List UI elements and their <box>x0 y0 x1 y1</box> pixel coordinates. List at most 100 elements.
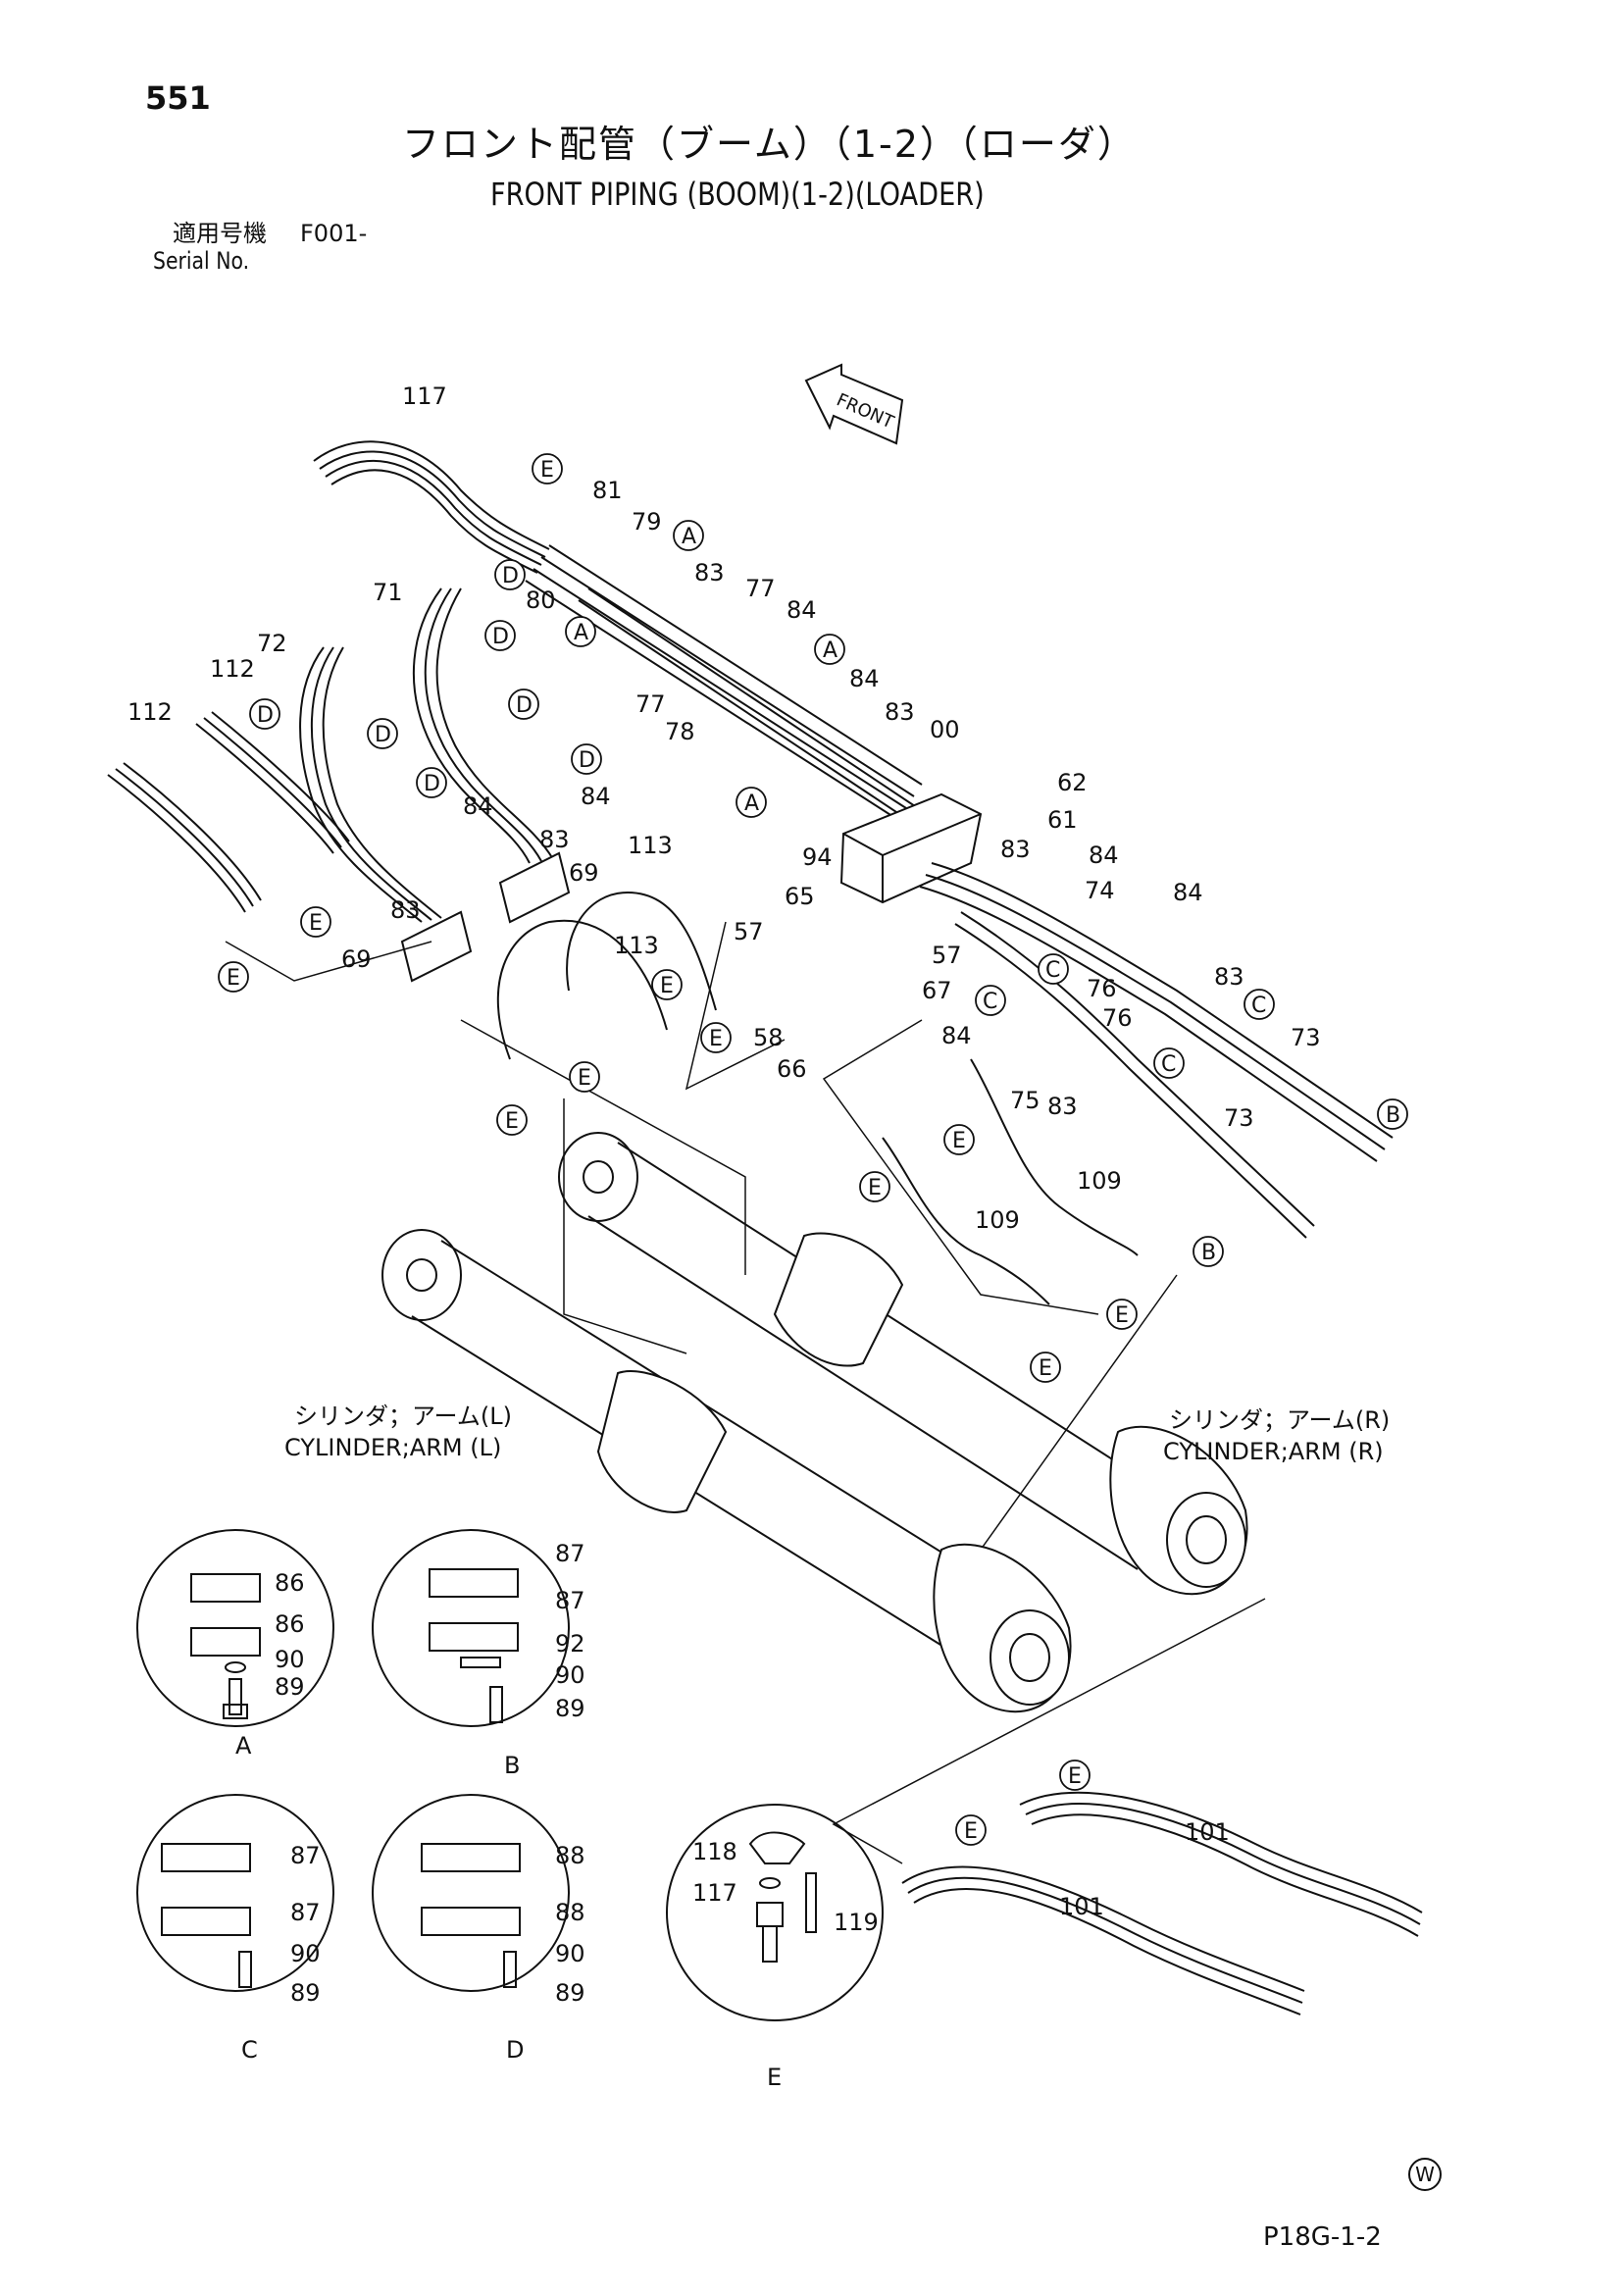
svg-text:E: E <box>578 1066 591 1091</box>
part-label-71: 71 <box>373 579 403 606</box>
part-label-84a: 84 <box>787 596 817 624</box>
hose-101 <box>901 1791 1423 2015</box>
svg-text:E: E <box>709 1027 723 1051</box>
title-english: FRONT PIPING (BOOM)(1-2)(LOADER) <box>490 176 985 213</box>
callout-e-11: E <box>1030 1352 1061 1383</box>
pipe-bundle-72 <box>299 646 442 923</box>
serial-label-english: Serial No. <box>153 247 250 275</box>
w-mark-icon: W <box>1408 2158 1442 2191</box>
part-label-101a: 101 <box>1185 1818 1230 1846</box>
part-label-84b: 84 <box>849 665 880 692</box>
svg-text:D: D <box>579 748 595 773</box>
callout-d-5: D <box>367 718 398 749</box>
cylinder-arm-right-label-jp: シリンダ；アーム(R) <box>1169 1406 1391 1434</box>
detail-c-part-90: 90 <box>290 1940 321 1967</box>
svg-text:D: D <box>516 693 533 718</box>
svg-text:C: C <box>1045 958 1060 983</box>
part-label-61: 61 <box>1047 806 1078 834</box>
part-label-94: 94 <box>802 843 833 871</box>
svg-text:A: A <box>744 791 759 816</box>
part-label-83f: 83 <box>1214 963 1244 991</box>
svg-text:B: B <box>1386 1103 1400 1128</box>
detail-d-label: D <box>506 2036 524 2064</box>
part-label-73b: 73 <box>1224 1104 1254 1132</box>
part-label-75: 75 <box>1010 1087 1040 1114</box>
detail-view-e <box>666 1804 884 2021</box>
part-label-78: 78 <box>665 718 695 745</box>
callout-d-1: D <box>494 559 526 590</box>
cylinder-arm-left <box>381 1229 1072 1713</box>
part-label-109b: 109 <box>975 1206 1020 1234</box>
leader-lines <box>225 921 1266 1864</box>
callout-c-2: C <box>1038 953 1069 985</box>
callout-e-2: E <box>300 906 331 938</box>
detail-a-part-86b: 86 <box>275 1610 305 1638</box>
callout-e-7: E <box>496 1104 528 1136</box>
callout-e-5: E <box>700 1022 732 1053</box>
part-label-58: 58 <box>753 1024 784 1051</box>
part-label-83g: 83 <box>1047 1093 1078 1120</box>
part-label-74: 74 <box>1085 877 1115 904</box>
callout-a-1: A <box>673 520 704 551</box>
callout-e-3: E <box>218 961 249 993</box>
detail-view-a <box>136 1529 334 1727</box>
part-label-84d: 84 <box>463 792 493 820</box>
detail-e-part-118: 118 <box>692 1838 737 1865</box>
svg-text:E: E <box>540 458 554 483</box>
detail-b-part-92: 92 <box>555 1630 585 1658</box>
clamp-69-left <box>400 910 473 983</box>
svg-text:A: A <box>682 525 696 549</box>
detail-c-part-87a: 87 <box>290 1842 321 1869</box>
callout-e-6: E <box>569 1061 600 1093</box>
svg-text:E: E <box>1039 1356 1052 1381</box>
detail-a-part-90: 90 <box>275 1646 305 1673</box>
callout-e-10: E <box>1106 1299 1138 1330</box>
svg-text:E: E <box>505 1109 519 1134</box>
clamp-69-right <box>498 851 571 924</box>
hose-110 <box>496 891 717 1060</box>
cylinder-arm-right-label-en: CYLINDER;ARM (R) <box>1163 1438 1384 1465</box>
callout-e-12: E <box>1059 1760 1091 1791</box>
callout-d-6: D <box>571 743 602 775</box>
part-label-77a: 77 <box>745 575 776 602</box>
part-label-110a: 113 <box>628 832 673 859</box>
svg-text:D: D <box>257 703 274 728</box>
callout-b-1: B <box>1377 1098 1408 1130</box>
front-arrow-icon: FRONT <box>804 363 904 445</box>
callout-d-2: D <box>484 620 516 651</box>
part-label-65: 65 <box>785 883 815 910</box>
part-label-84g: 84 <box>941 1022 972 1049</box>
part-label-113: 117 <box>402 383 447 410</box>
svg-text:D: D <box>492 625 509 649</box>
svg-text:A: A <box>823 638 837 663</box>
part-label-00: 00 <box>930 716 960 743</box>
part-label-80: 80 <box>526 587 556 614</box>
callout-b-2: B <box>1193 1236 1224 1267</box>
part-label-76a: 76 <box>1087 975 1117 1002</box>
part-label-109a: 109 <box>1077 1167 1122 1195</box>
detail-d-part-89: 89 <box>555 1979 585 2007</box>
cylinder-arm-left-label-en: CYLINDER;ARM (L) <box>284 1434 502 1461</box>
hose-109 <box>882 1058 1139 1305</box>
detail-d-part-90: 90 <box>555 1940 585 1967</box>
svg-text:E: E <box>1068 1764 1082 1789</box>
detail-a-part-86a: 86 <box>275 1569 305 1597</box>
detail-d-part-88b: 88 <box>555 1899 585 1926</box>
detail-d-part-88a: 88 <box>555 1842 585 1869</box>
callout-e-9: E <box>859 1171 890 1202</box>
callout-d-4: D <box>508 689 539 720</box>
part-label-73a: 73 <box>1291 1024 1321 1051</box>
part-label-76b: 76 <box>1102 1004 1133 1032</box>
part-label-62: 62 <box>1057 769 1088 796</box>
callout-d-7: D <box>416 767 447 798</box>
svg-text:C: C <box>1251 994 1266 1018</box>
detail-c-part-89: 89 <box>290 1979 321 2007</box>
part-label-67: 67 <box>922 977 952 1004</box>
svg-text:E: E <box>952 1129 966 1153</box>
detail-view-d <box>372 1794 570 1992</box>
part-label-83c: 83 <box>539 826 570 853</box>
valve-block <box>839 792 983 904</box>
cylinder-arm-left-label-jp: シリンダ；アーム(L) <box>294 1403 512 1430</box>
callout-e-8: E <box>943 1124 975 1155</box>
